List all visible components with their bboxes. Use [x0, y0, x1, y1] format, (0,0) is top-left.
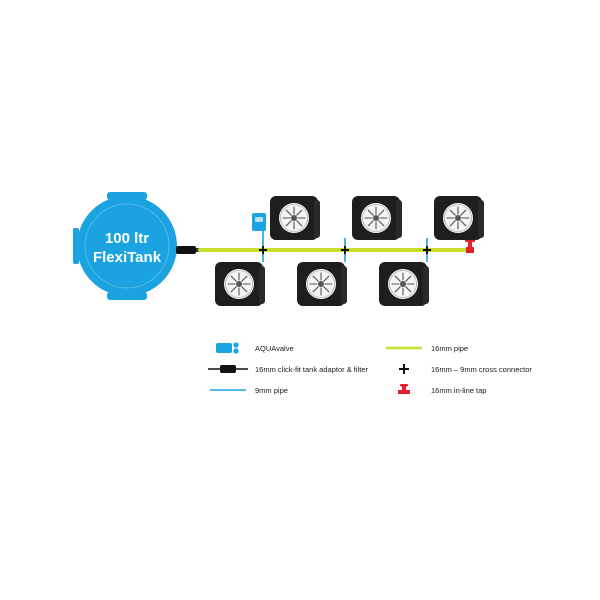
legend-item-aquavalve: AQUAvalve — [205, 340, 294, 356]
cross-connector-1 — [259, 246, 267, 254]
pot-top-2 — [351, 195, 403, 241]
tank-label-line2: FlexiTank — [93, 249, 162, 266]
inline-tap — [465, 239, 475, 253]
flexitank: 100 ltr FlexiTank — [73, 192, 177, 300]
pipe-9mm-icon — [205, 382, 251, 398]
pot-bottom-2 — [296, 261, 348, 307]
legend-item-9mm-pipe: 9mm pipe — [205, 382, 288, 398]
aquavalve — [252, 213, 266, 238]
pot-top-1 — [269, 195, 321, 241]
legend-label-tank-adaptor: 16mm click-fit tank adaptor & filter — [255, 364, 368, 374]
legend-label-16mm-pipe: 16mm pipe — [431, 343, 469, 353]
pot-bottom-3 — [378, 261, 430, 307]
legend-item-tank-adaptor: 16mm click-fit tank adaptor & filter — [205, 361, 368, 377]
cross-connector-2 — [341, 246, 349, 254]
pipe-16mm-icon — [381, 340, 427, 356]
cross-connector-3 — [423, 246, 431, 254]
aquavalve-icon — [205, 340, 251, 356]
legend-item-16mm-pipe: 16mm pipe — [381, 340, 468, 356]
inline-tap-icon — [381, 382, 427, 398]
legend-label-9mm-pipe: 9mm pipe — [255, 385, 288, 395]
legend-label-aquavalve: AQUAvalve — [255, 343, 294, 353]
legend: AQUAvalve 16mm click-fit tank adaptor & … — [205, 340, 545, 400]
cross-connector-icon — [381, 361, 427, 377]
legend-item-cross-connector: 16mm – 9mm cross connector — [381, 361, 532, 377]
legend-label-cross-connector: 16mm – 9mm cross connector — [431, 364, 532, 374]
legend-label-inline-tap: 16mm in-line tap — [431, 385, 487, 395]
pot-top-3 — [433, 195, 485, 241]
tank-label-line1: 100 ltr — [105, 230, 149, 247]
tank-adaptor-icon — [205, 361, 251, 377]
legend-item-inline-tap: 16mm in-line tap — [381, 382, 486, 398]
tank-adaptor-filter — [176, 246, 200, 254]
pot-bottom-1 — [214, 261, 266, 307]
